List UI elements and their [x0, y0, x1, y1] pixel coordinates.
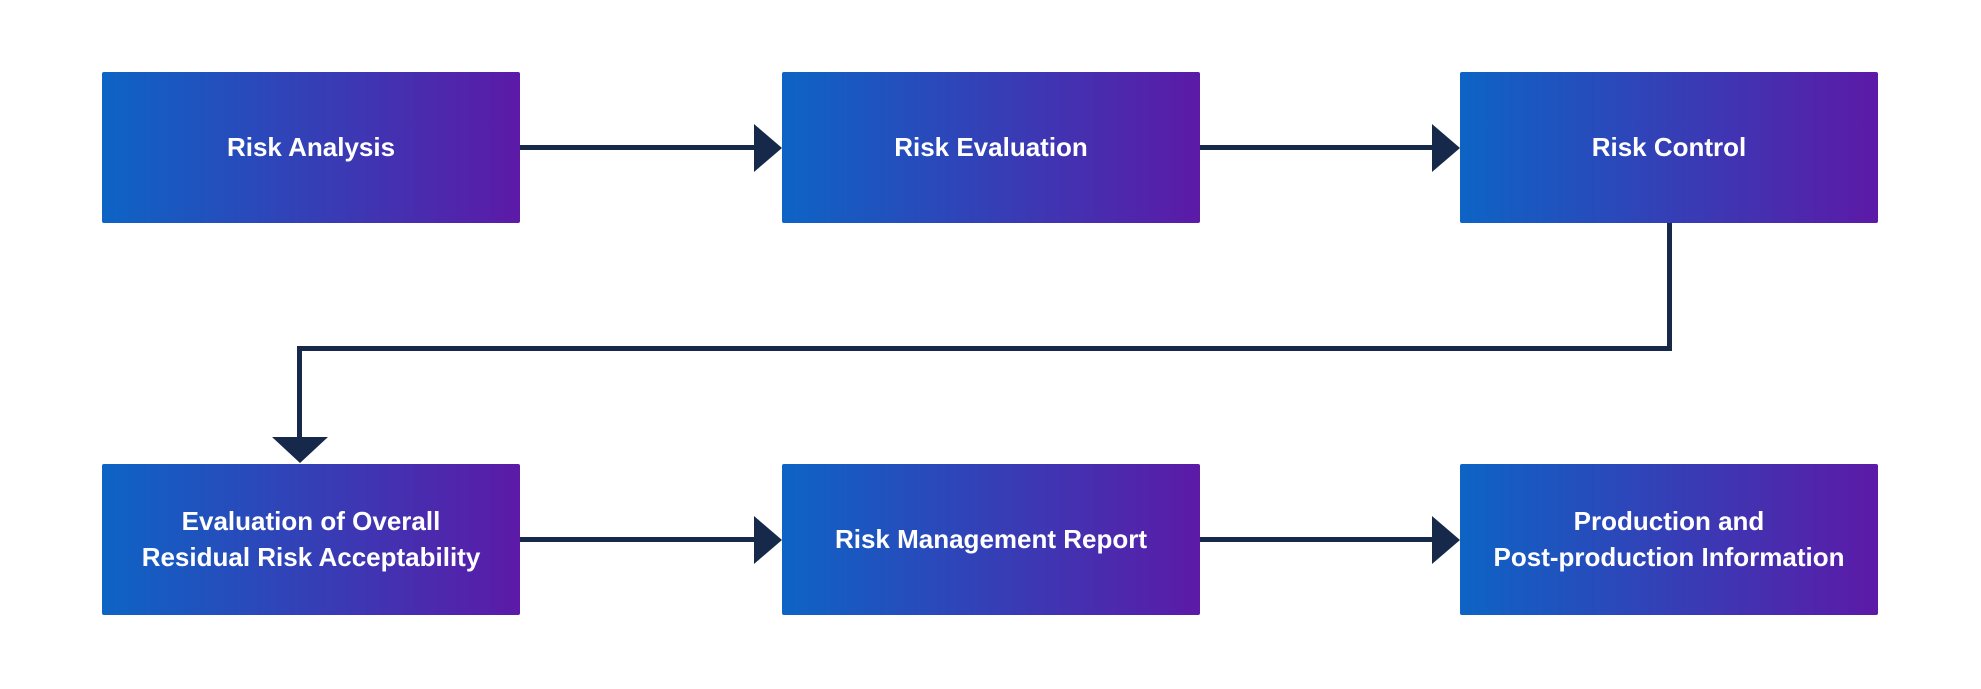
edge-analysis-to-evaluation-arrowhead [754, 124, 782, 172]
node-label: Production and [1573, 506, 1765, 537]
edge-evaluation-to-control-arrowhead [1432, 124, 1460, 172]
node-label: Evaluation of Overall [181, 506, 441, 537]
edge-control-to-residual-vline-left [297, 346, 302, 438]
node-residual-risk-acceptability: Evaluation of Overall Residual Risk Acce… [102, 464, 520, 615]
node-label: Risk Analysis [226, 131, 396, 162]
node-production-information: Production and Post-production Informati… [1460, 464, 1878, 615]
edge-report-to-production-line [1200, 537, 1434, 542]
edge-residual-to-report-line [520, 537, 756, 542]
node-label: Risk Control [1591, 131, 1747, 162]
edge-report-to-production-arrowhead [1432, 516, 1460, 564]
edge-control-to-residual-arrowhead [272, 437, 328, 463]
node-label: Risk Evaluation [894, 131, 1088, 162]
node-risk-management-report: Risk Management Report [782, 464, 1200, 615]
node-label: Residual Risk Acceptability [141, 541, 481, 572]
node-label: Post-production Information [1493, 541, 1845, 572]
edge-analysis-to-evaluation-line [520, 145, 756, 150]
node-risk-control: Risk Control [1460, 72, 1878, 223]
edge-control-to-residual-vline-right [1667, 223, 1672, 351]
node-label: Risk Management Report [834, 523, 1148, 554]
node-risk-evaluation: Risk Evaluation [782, 72, 1200, 223]
node-risk-analysis: Risk Analysis [102, 72, 520, 223]
edge-residual-to-report-arrowhead [754, 516, 782, 564]
edge-evaluation-to-control-line [1200, 145, 1434, 150]
edge-control-to-residual-hline [297, 346, 1672, 351]
